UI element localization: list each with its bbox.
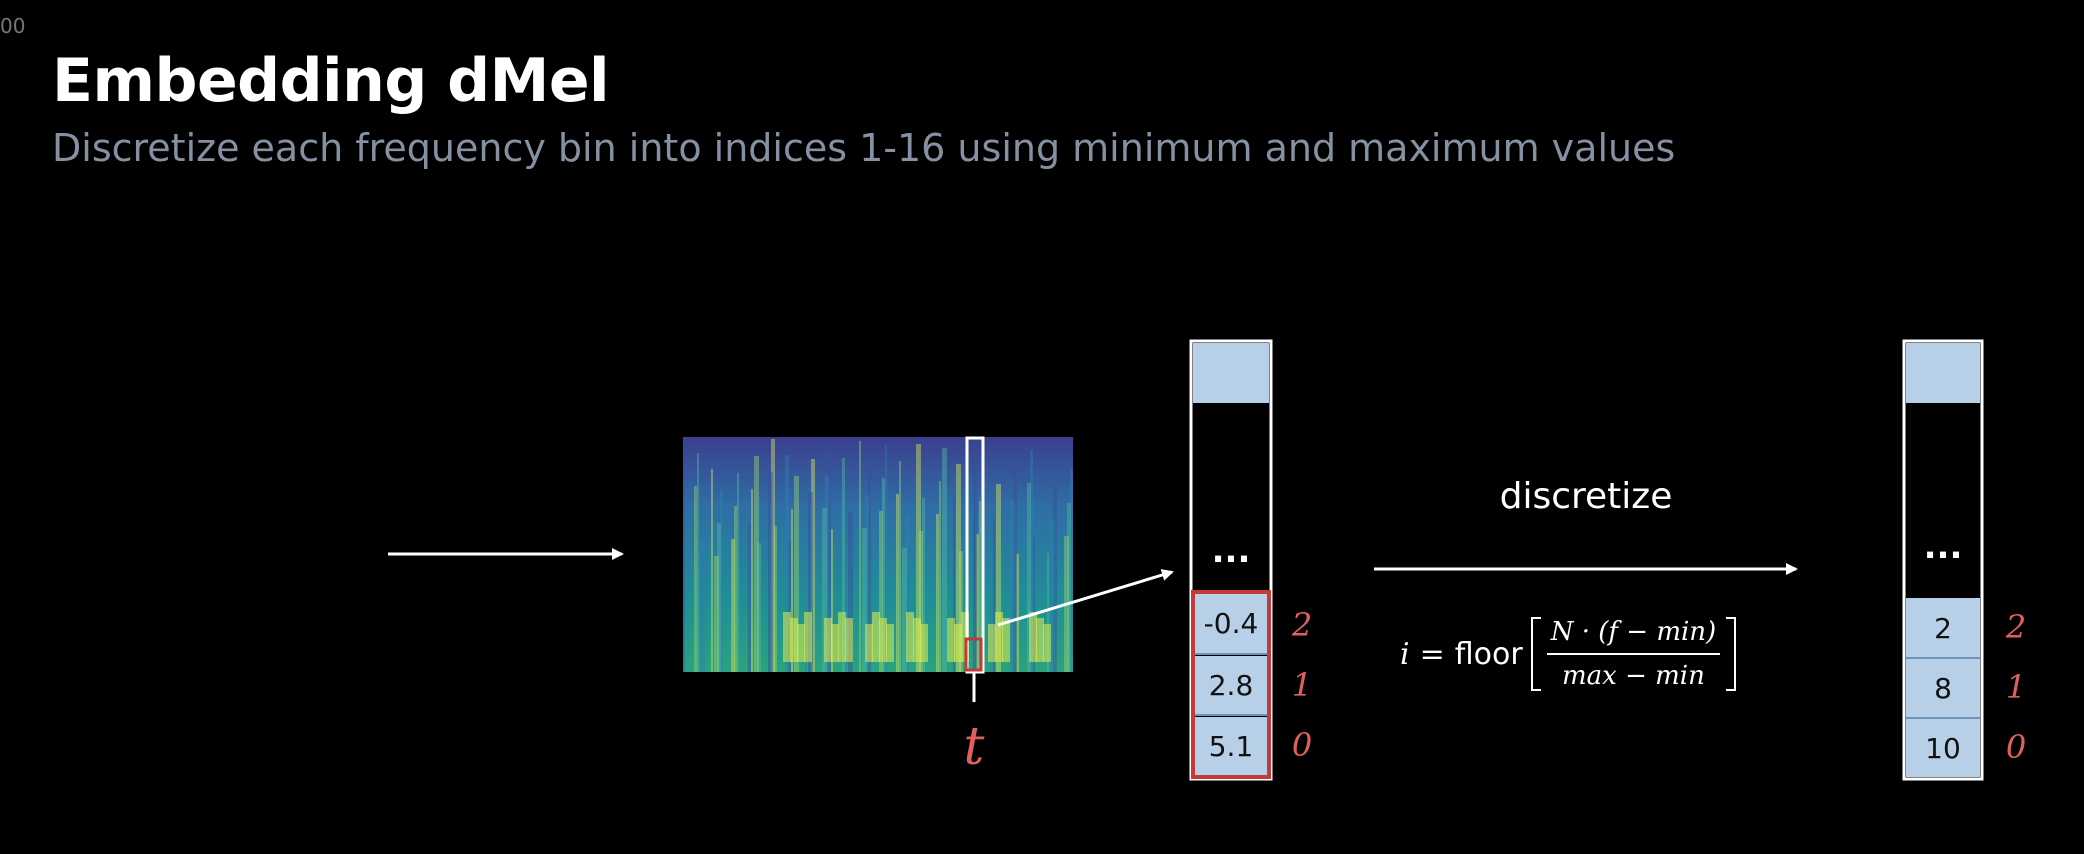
raw-bin-index: 1 bbox=[1292, 666, 1312, 704]
discretize-label: discretize bbox=[1500, 476, 1673, 517]
discrete-bin-index: 1 bbox=[2006, 668, 2026, 706]
formula-numerator: N · (f − min) bbox=[1550, 617, 1717, 647]
arrow-frame-to-column bbox=[997, 569, 1174, 627]
raw-bin-highlight bbox=[1191, 590, 1271, 779]
raw-cell-value: 5.1 bbox=[1209, 730, 1254, 763]
formula-floor: floor bbox=[1454, 636, 1523, 672]
formula-denominator: max − min bbox=[1562, 661, 1705, 691]
bin-highlight bbox=[964, 637, 983, 672]
time-label: t bbox=[964, 717, 985, 777]
raw-cell-value: 2.8 bbox=[1209, 669, 1254, 702]
raw-column-ellipsis: ... bbox=[1212, 531, 1251, 571]
formula-equals: = bbox=[1419, 636, 1445, 672]
raw-bin-index: 2 bbox=[1291, 606, 1312, 644]
raw-cell-value: -0.4 bbox=[1204, 607, 1259, 640]
formula-lhs: i bbox=[1400, 636, 1410, 672]
discrete-bin-index: 0 bbox=[2006, 728, 2026, 766]
formula-fraction-line bbox=[1546, 653, 1721, 655]
discrete-cell-value: 10 bbox=[1925, 732, 1961, 765]
discrete-cell-value: 2 bbox=[1934, 612, 1952, 645]
discrete-bin-index: 2 bbox=[2005, 608, 2026, 646]
spectrogram bbox=[683, 436, 1073, 702]
slide-subtitle: Discretize each frequency bin into indic… bbox=[52, 126, 1676, 170]
discrete-cell-value: 8 bbox=[1934, 672, 1952, 705]
slide-title: Embedding dMel bbox=[52, 46, 610, 116]
corner-label: 00 bbox=[0, 14, 26, 38]
formula-floor-bracket: N · (f − min) max − min bbox=[1530, 615, 1737, 693]
raw-bin-index: 0 bbox=[1292, 726, 1312, 764]
discrete-column-ellipsis: ... bbox=[1924, 527, 1963, 567]
discretize-formula: i = floor N · (f − min) max − min bbox=[1400, 606, 1737, 702]
raw-feature-column: ... -0.4 2.8 5.1 bbox=[1189, 339, 1273, 781]
audio-waveform-icon bbox=[51, 509, 332, 599]
discrete-feature-column: ... 2 8 10 bbox=[1902, 339, 1984, 781]
